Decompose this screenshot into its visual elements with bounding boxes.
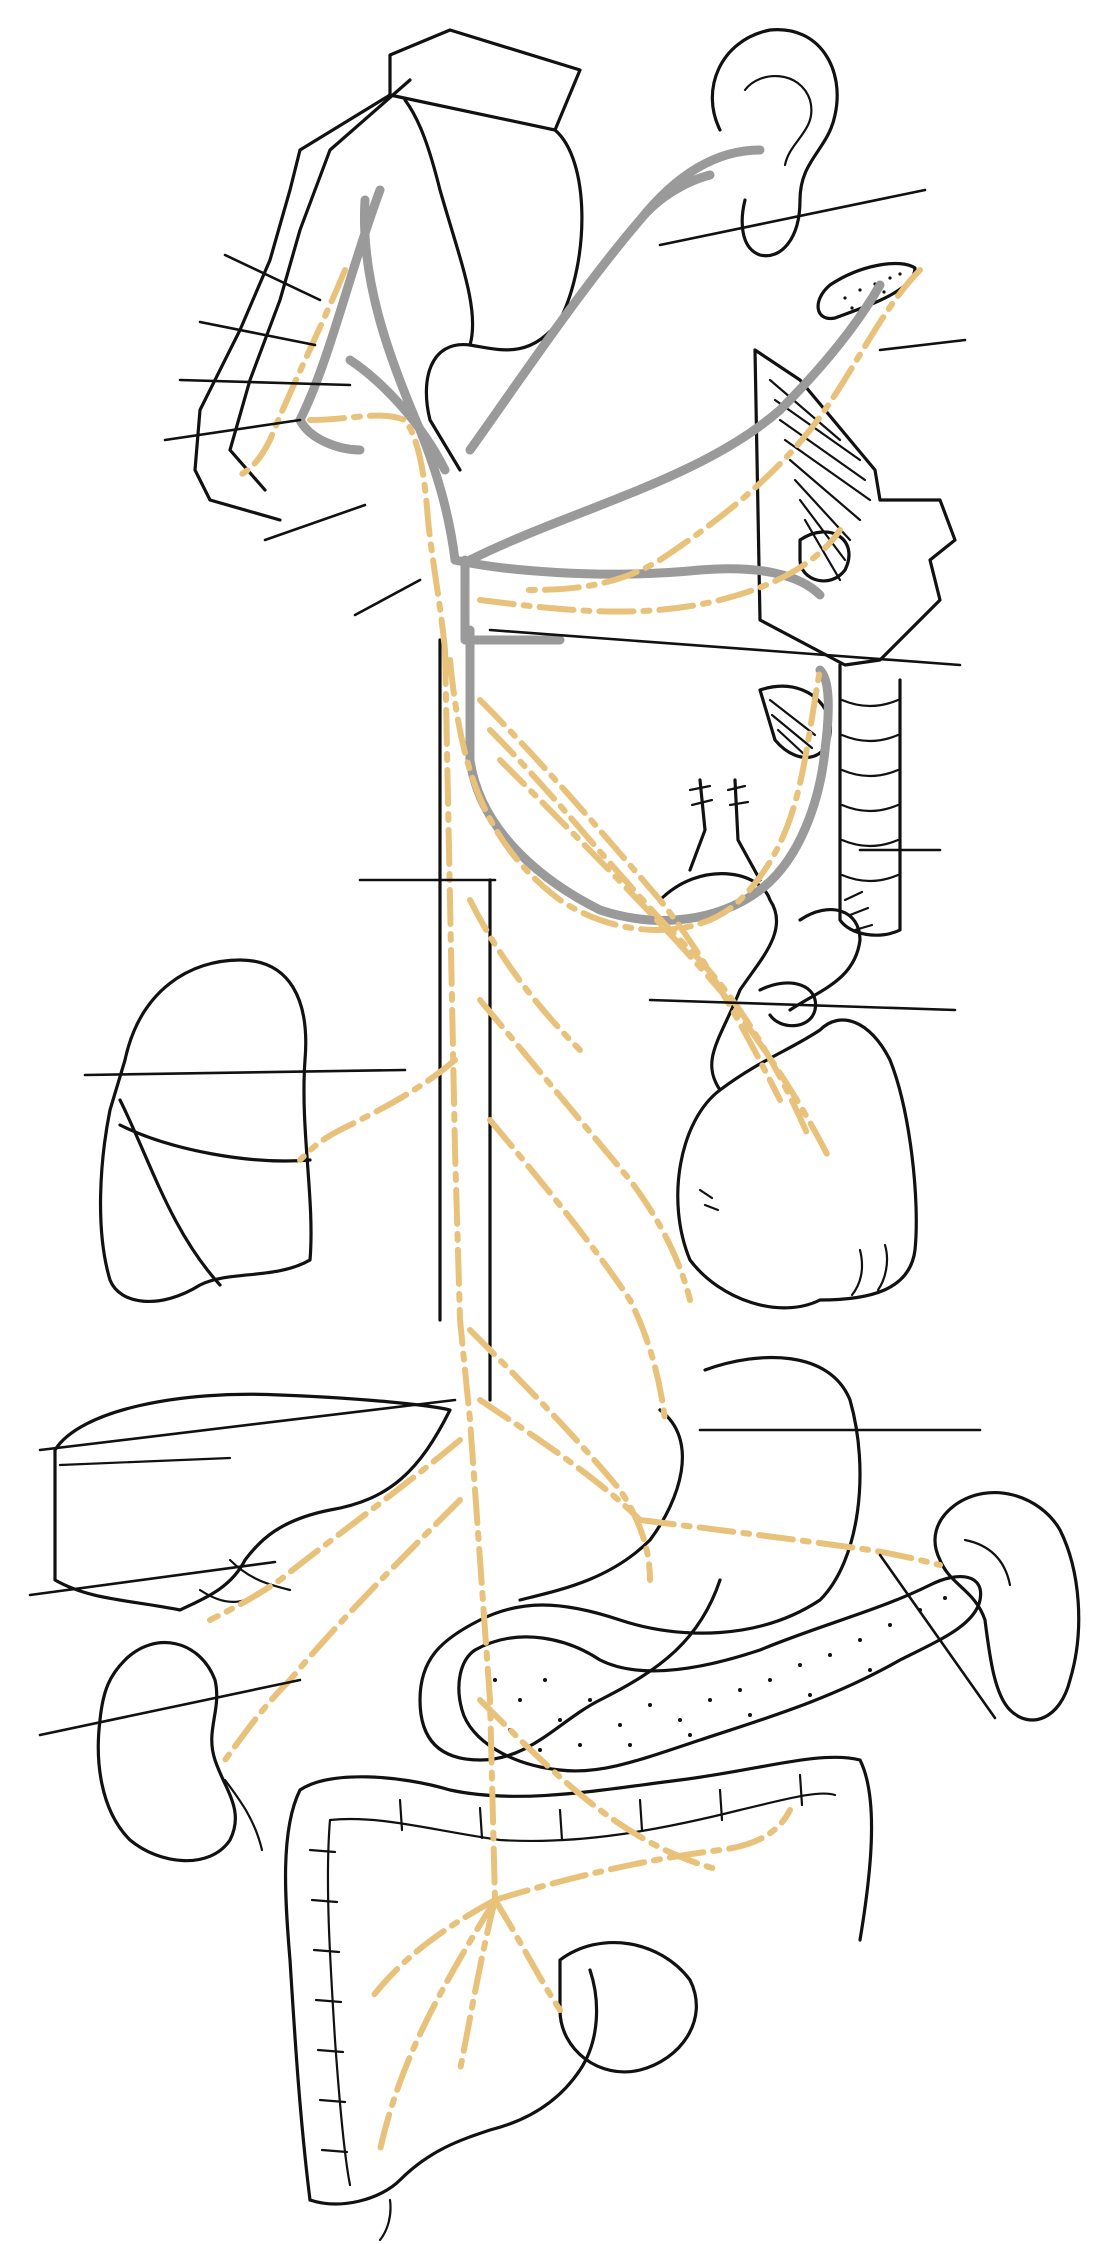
thoracic-splanchnic — [470, 900, 690, 1420]
skull-inner-edge — [230, 80, 410, 490]
leader-line-15 — [30, 1562, 275, 1595]
renal-branch — [225, 1500, 460, 1760]
leader-line-1 — [225, 255, 320, 300]
intestinal-branches — [370, 1810, 790, 2150]
heart — [678, 1020, 916, 1308]
hepatic-branch — [210, 1440, 460, 1620]
liver — [55, 1394, 450, 1610]
vagus-main-trunk — [445, 650, 495, 1900]
leader-line-18 — [880, 1555, 995, 1718]
kidney — [98, 1643, 262, 1861]
leader-line-13 — [85, 1070, 405, 1075]
head-outline — [195, 30, 915, 520]
vessel-fringe-2 — [845, 892, 872, 930]
colon — [286, 1757, 872, 2240]
nasal-outline — [405, 100, 473, 345]
sympathetic-pathways — [300, 150, 880, 920]
colon-inner — [328, 1793, 835, 2185]
sympathetic-to-ear — [470, 150, 760, 450]
larynx-outline — [755, 350, 955, 665]
stomach-lesser-curve — [520, 1410, 682, 1600]
gastric-branches — [470, 1330, 650, 1580]
small-intestine-outline — [560, 1943, 696, 2072]
pelvic-branch — [480, 1700, 720, 1870]
pulmonary-vessel-right — [790, 910, 860, 1010]
leader-line-3 — [180, 380, 350, 385]
pulmonary-branch — [300, 1060, 455, 1160]
larynx-trachea — [755, 350, 955, 935]
leader-line-14 — [40, 1400, 455, 1450]
pancreas-stipple — [493, 1596, 947, 1752]
vessel-fringe-1 — [690, 786, 748, 805]
leader-line-16 — [40, 1680, 300, 1735]
stomach-outline — [420, 1358, 860, 1760]
sympathetic-to-larynx — [455, 560, 820, 595]
liver-lobe-line — [60, 1458, 290, 1602]
skull-block-outline — [390, 30, 580, 130]
lung-fissure-1 — [120, 1125, 310, 1161]
trachea-rings — [842, 700, 898, 881]
skull-left-edge — [195, 95, 390, 520]
lung-fissure-2 — [120, 1100, 220, 1285]
leader-line-5 — [265, 505, 365, 540]
sympathetic-trunk-upper — [300, 190, 455, 560]
eye-orbit-outline — [426, 130, 582, 470]
parasympathetic-pathways — [210, 270, 940, 2150]
lung — [101, 960, 312, 1301]
heart-outline — [678, 1020, 916, 1308]
heart-apex-marks — [700, 1190, 887, 1295]
spleen — [935, 1493, 1079, 1720]
sympathetic-eye-connection — [300, 420, 360, 450]
thyroid-hatching — [770, 700, 815, 755]
kidney-outline — [98, 1643, 235, 1861]
splenic-branch — [640, 1520, 940, 1565]
leader-line-6 — [355, 580, 420, 615]
leader-line-2 — [200, 322, 315, 345]
stomach — [420, 1358, 860, 1760]
leader-lines — [30, 190, 995, 1735]
leader-line-8 — [880, 340, 965, 350]
brachiocephalic-vessel — [690, 780, 760, 880]
spleen-outline — [935, 1493, 1079, 1720]
leader-line-9 — [490, 630, 960, 665]
rectum-tail — [380, 2200, 391, 2240]
sympathetic-loop-aortic — [470, 630, 828, 920]
